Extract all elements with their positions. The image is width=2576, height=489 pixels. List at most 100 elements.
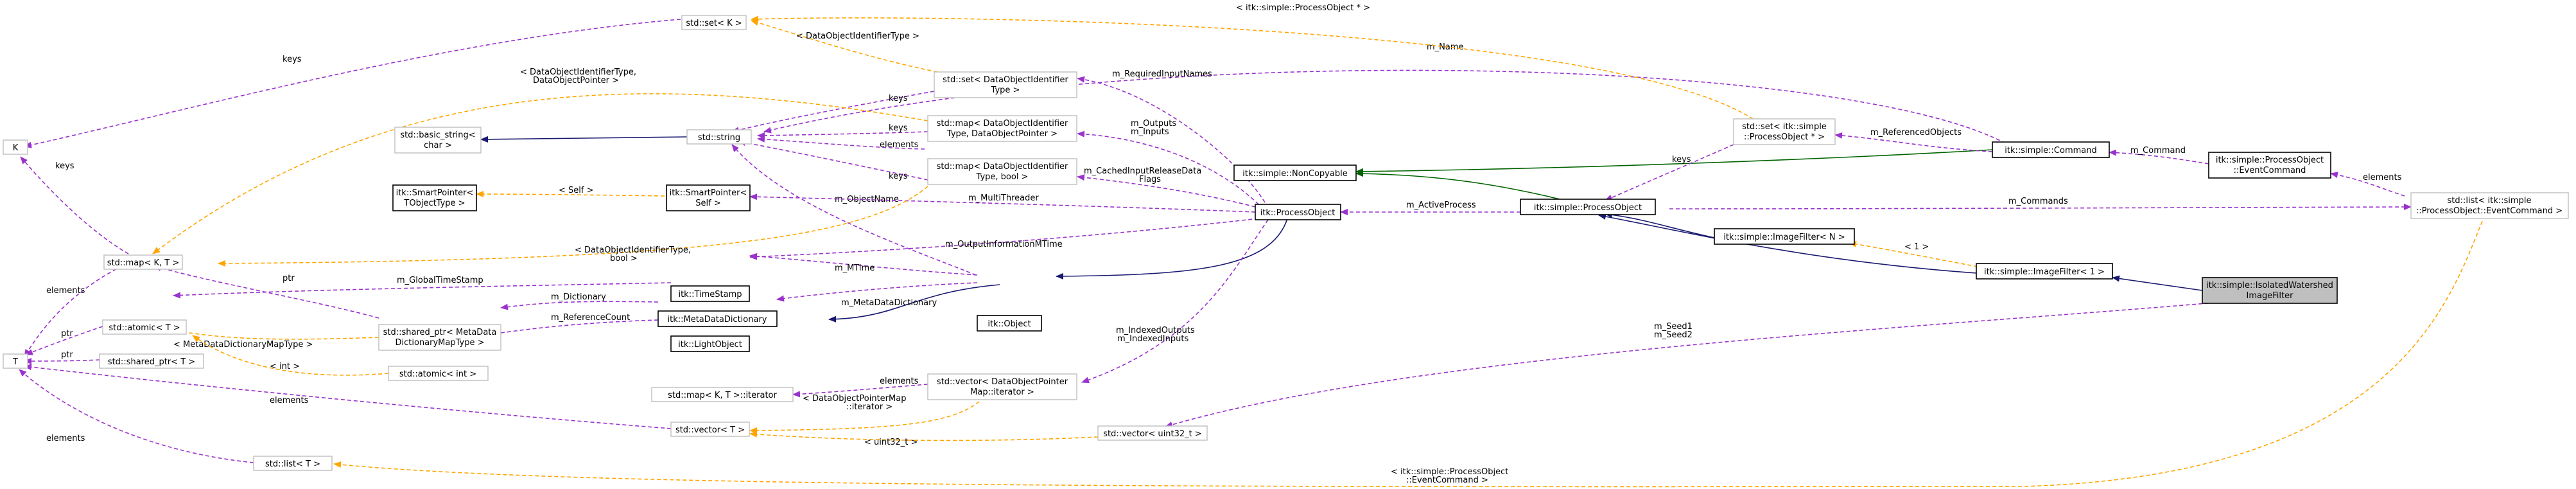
svg-text:Type >: Type > — [991, 85, 1020, 95]
nodes: K T std::set< K > std::map< K, T > std::… — [3, 15, 2569, 471]
edge-label: bool > — [610, 254, 638, 263]
svg-text:itk::simple::IsolatedWatershed: itk::simple::IsolatedWatershed — [2206, 281, 2333, 290]
node-atomic-int[interactable]: std::atomic< int > — [388, 366, 489, 381]
node-shared-ptr-t[interactable]: std::shared_ptr< T > — [99, 353, 204, 369]
edge-ptr-shared: ptr — [24, 350, 100, 364]
node-atomic-t[interactable]: std::atomic< T > — [102, 319, 187, 335]
edge-ec-list: < itk::simple::ProcessObject ::EventComm… — [333, 215, 2485, 488]
node-processobject-eventcommand[interactable]: itk::simple::ProcessObject ::EventComman… — [2208, 152, 2331, 179]
node-string[interactable]: std::string — [686, 129, 752, 145]
svg-text:std::set< itk::simple: std::set< itk::simple — [1742, 122, 1827, 132]
node-smartpointer-tobjecttype[interactable]: itk::SmartPointer< TObjectType > — [392, 184, 477, 211]
svg-text:T: T — [12, 357, 18, 367]
node-simple-processobject[interactable]: itk::simple::ProcessObject — [1520, 199, 1656, 215]
svg-text:std::vector< T >: std::vector< T > — [675, 425, 745, 435]
svg-text:std::list< itk::simple: std::list< itk::simple — [2448, 196, 2532, 206]
edge-label: < MetaDataDictionaryMapType > — [173, 340, 313, 350]
edge-object-to-lightobject — [828, 284, 1000, 323]
svg-text:char >: char > — [424, 141, 452, 150]
edge-label: elements — [270, 396, 309, 405]
svg-text:itk::simple::ImageFilter< N >: itk::simple::ImageFilter< N > — [1723, 233, 1845, 242]
svg-text:itk::simple::ImageFilter< 1 >: itk::simple::ImageFilter< 1 > — [1984, 267, 2105, 277]
edge-label: < uint32_t > — [864, 438, 918, 447]
node-processobject[interactable]: itk::ProcessObject — [1255, 204, 1341, 220]
svg-text:itk::Object: itk::Object — [988, 319, 1031, 329]
node-imagefilter-1[interactable]: itk::simple::ImageFilter< 1 > — [1976, 263, 2113, 280]
edge-label: elements — [46, 434, 85, 443]
edge-uint32: < uint32_t > — [749, 431, 1099, 447]
edge-label: < DataObjectPointerMap — [803, 394, 906, 404]
node-object[interactable]: itk::Object — [977, 315, 1042, 332]
svg-text:DictionaryMapType >: DictionaryMapType > — [396, 338, 485, 348]
edge-label: m_Dictionary — [551, 292, 606, 302]
edge-label: m_ReferenceCount — [551, 313, 630, 323]
node-vector-dop[interactable]: std::vector< DataObjectPointer Map::iter… — [927, 373, 1077, 400]
svg-text:itk::TimeStamp: itk::TimeStamp — [678, 290, 742, 299]
node-k[interactable]: K — [3, 139, 28, 155]
edge-elements-ec: elements — [2330, 172, 2405, 197]
edge-elements-vec-dop: elements — [792, 377, 928, 398]
node-t[interactable]: T — [3, 353, 28, 369]
svg-text:std::map< DataObjectIdentifier: std::map< DataObjectIdentifier — [937, 119, 1068, 129]
svg-text:::EventCommand: ::EventCommand — [2234, 166, 2306, 175]
node-list-t[interactable]: std::list< T > — [253, 456, 333, 471]
edge-label: m_MTime — [835, 263, 875, 273]
node-shared-ptr-mdd[interactable]: std::shared_ptr< MetaData DictionaryMapT… — [378, 324, 501, 351]
edge-elements-t: elements — [24, 265, 123, 357]
edge-label: m_ActiveProcess — [1406, 200, 1476, 210]
edge-label: elements — [46, 286, 85, 296]
edge-focus-to-imagefilter-1 — [2112, 275, 2203, 291]
edge-label: elements — [880, 140, 919, 150]
edge-label: < 1 > — [1904, 242, 1929, 252]
node-set-doid[interactable]: std::set< DataObjectIdentifier Type > — [934, 71, 1077, 98]
edge-label: m_MetaDataDictionary — [841, 298, 937, 308]
node-map-iterator[interactable]: std::map< K, T >::iterator — [651, 387, 794, 402]
edge-label: DataObjectPointer > — [533, 76, 619, 85]
edge-label: m_GlobalTimeStamp — [397, 276, 483, 285]
node-vector-uint32[interactable]: std::vector< uint32_t > — [1097, 425, 1208, 441]
edge-dictionary: m_Dictionary — [500, 292, 659, 310]
node-set-processobject[interactable]: std::set< itk::simple ::ProcessObject * … — [1733, 118, 1836, 145]
edge-keys-po: keys — [1605, 144, 1734, 201]
edge-mdd: < MetaDataDictionaryMapType > — [166, 327, 379, 350]
node-lightobject[interactable]: itk::LightObject — [670, 335, 750, 352]
edge-elements-vector-t: elements — [24, 364, 672, 429]
edge-elements-str: elements — [757, 136, 925, 150]
node-isolatedwatershed-imagefilter[interactable]: itk::simple::IsolatedWatershed ImageFilt… — [2202, 277, 2338, 304]
edge-m-command: m_Command — [2109, 146, 2209, 164]
edge-po-set: < itk::simple::ProcessObject * > — [751, 3, 1754, 120]
node-basic-string[interactable]: std::basic_string< char > — [394, 127, 482, 154]
svg-text:::ProcessObject * >: ::ProcessObject * > — [1744, 132, 1825, 142]
node-map-doid-dop[interactable]: std::map< DataObjectIdentifier Type, Dat… — [927, 115, 1077, 142]
node-metadatadictionary[interactable]: itk::MetaDataDictionary — [657, 310, 778, 327]
edge-label: keys — [55, 161, 74, 171]
edge-label: keys — [889, 94, 908, 103]
svg-text:std::list< T >: std::list< T > — [265, 459, 320, 469]
node-command[interactable]: itk::simple::Command — [1992, 141, 2110, 158]
edge-keys-map-dop: keys — [757, 123, 928, 139]
edge-label: < itk::simple::ProcessObject * > — [1236, 3, 1370, 13]
edge-keys-map-bool: keys — [738, 139, 928, 181]
edge-label: ::EventCommand > — [1406, 476, 1488, 485]
node-map-doid-bool[interactable]: std::map< DataObjectIdentifier Type, boo… — [927, 158, 1077, 185]
node-vector-t[interactable]: std::vector< T > — [670, 422, 750, 437]
edge-label: ptr — [283, 274, 295, 283]
node-map-k-t[interactable]: std::map< K, T > — [103, 254, 183, 270]
svg-text:itk::LightObject: itk::LightObject — [678, 340, 742, 350]
edge-label: < DataObjectIdentifierType > — [796, 31, 919, 41]
edge-required-inputs: m_RequiredInputNames — [1077, 69, 1266, 203]
node-smartpointer-self[interactable]: itk::SmartPointer< Self > — [666, 184, 751, 211]
edge-label: < DataObjectIdentifierType, — [575, 245, 691, 255]
node-timestamp[interactable]: itk::TimeStamp — [670, 285, 750, 302]
svg-text:itk::ProcessObject: itk::ProcessObject — [1260, 208, 1336, 218]
edge-label: < itk::simple::ProcessObject — [1391, 467, 1508, 477]
node-list-eventcommand[interactable]: std::list< itk::simple ::ProcessObject::… — [2410, 192, 2569, 219]
node-noncopyable[interactable]: itk::simple::NonCopyable — [1233, 164, 1357, 181]
node-set-k[interactable]: std::set< K > — [681, 15, 747, 30]
svg-text:K: K — [13, 143, 19, 153]
svg-text:itk::SmartPointer<: itk::SmartPointer< — [396, 188, 474, 198]
svg-text:::ProcessObject::EventCommand: ::ProcessObject::EventCommand > — [2416, 206, 2563, 216]
node-imagefilter-n[interactable]: itk::simple::ImageFilter< N > — [1714, 228, 1855, 245]
svg-text:itk::SmartPointer<: itk::SmartPointer< — [670, 188, 747, 198]
